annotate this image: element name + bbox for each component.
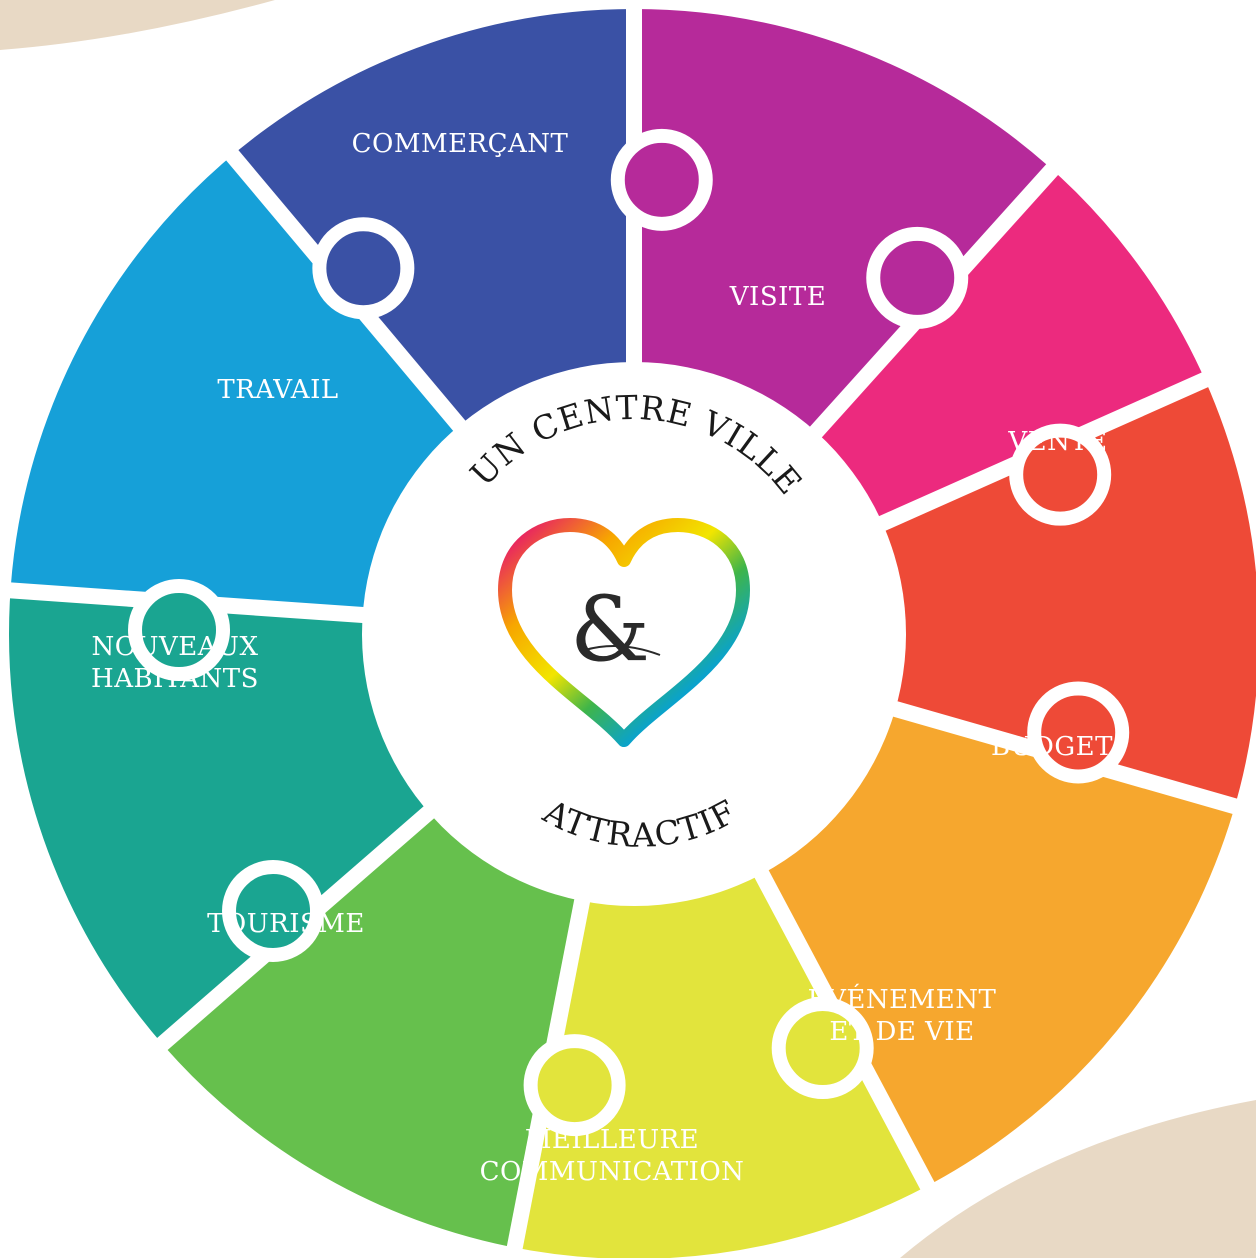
segment-label-line: COMMERÇANT [352,129,569,159]
segment-label-vente: VENTE [1007,427,1107,457]
segment-label-line: VISITE [729,282,826,312]
puzzle-knob [610,128,713,231]
center-disc [362,362,906,906]
segment-label-line: COMMUNICATION [480,1157,745,1187]
segment-label-line: TRAVAIL [217,375,338,405]
segment-label-line: NOUVEAUX [92,632,259,662]
puzzle-knob [312,217,415,320]
segment-vente [634,363,1256,818]
beige-corner-bottom-right [900,1100,1256,1258]
segment-label-travail: TRAVAIL [217,375,338,405]
segment-label-line: TOURISME [207,909,365,939]
heart-icon [498,518,750,747]
segment-label-line: ET DE VIE [829,1017,974,1047]
puzzle-knob [523,1034,626,1137]
puzzle-knob [1009,423,1112,526]
segment-label-commercant: COMMERÇANT [352,129,569,159]
beige-corner-top-left [0,0,275,50]
segment-label-line: HABITANTS [91,664,259,694]
outer-ring [3,3,1256,1258]
puzzle-knob [1027,681,1130,784]
segment-label-line: MEILLEURE [525,1125,699,1155]
puzzle-knob [771,997,874,1100]
puzzle-knob [222,859,325,962]
segment-label-budget: BUDGET [991,732,1113,762]
ampersand-icon: & [570,577,650,682]
puzzle-knob [866,226,969,329]
segment-label-line: BUDGET [991,732,1113,762]
segment-label-tourisme: TOURISME [207,909,365,939]
segment-label-line: VENTE [1007,427,1107,457]
puzzle-knob [128,579,231,682]
heart-ampersand-logo: & [498,518,750,747]
segment-label-line: ÉVÉNEMENT [808,983,997,1015]
olive-branch-icon [584,645,661,656]
segment-label-visite: VISITE [729,282,826,312]
